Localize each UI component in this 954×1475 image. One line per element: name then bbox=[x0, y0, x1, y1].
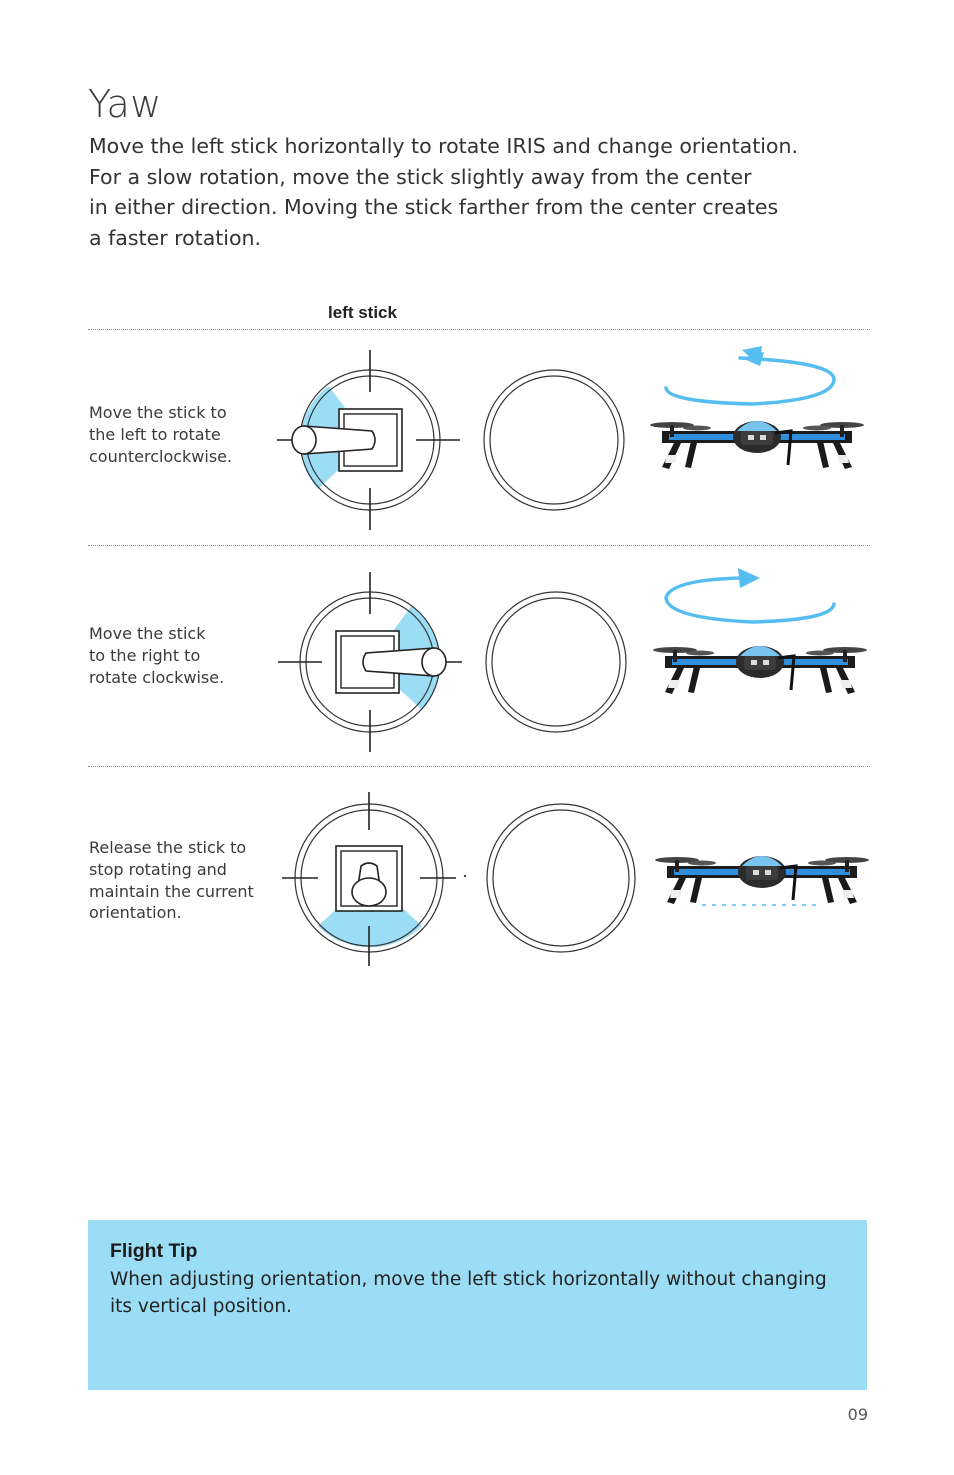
clockwise-arrow-icon bbox=[664, 568, 836, 624]
counterclockwise-arrow-icon bbox=[664, 346, 836, 406]
right-stick-gimbal-row-1 bbox=[483, 369, 625, 511]
row-2-instruction: Move the stick to the right to rotate cl… bbox=[89, 624, 225, 687]
row-divider bbox=[88, 329, 870, 330]
row-divider bbox=[88, 545, 870, 546]
page-number: 09 bbox=[847, 1405, 868, 1424]
left-stick-gimbal-row-2 bbox=[278, 572, 462, 752]
row-3-instruction: Release the stick to stop rotating and m… bbox=[89, 838, 254, 923]
flight-tip-title: Flight Tip bbox=[110, 1240, 198, 1262]
row-divider bbox=[88, 766, 870, 767]
row-1-instruction: Move the stick to the left to rotate cou… bbox=[89, 403, 233, 466]
right-stick-gimbal-row-3 bbox=[486, 803, 636, 953]
intro-line: For a slow rotation, move the stick slig… bbox=[89, 164, 752, 189]
page-title: Yaw bbox=[88, 82, 162, 126]
yaw-diagram bbox=[277, 346, 871, 966]
flight-tip-body: When adjusting orientation, move the lef… bbox=[110, 1269, 827, 1317]
left-stick-gimbal-row-3 bbox=[282, 792, 467, 966]
left-stick-column-label: left stick bbox=[328, 303, 397, 322]
left-stick-gimbal-row-1 bbox=[277, 350, 460, 530]
intro-line: Move the left stick horizontally to rota… bbox=[89, 134, 798, 158]
intro-line: in either direction. Moving the stick fa… bbox=[89, 195, 779, 219]
intro-line: a faster rotation. bbox=[89, 225, 262, 250]
drone-image-row-2 bbox=[651, 644, 869, 696]
intro-paragraph: Move the left stick horizontally to rota… bbox=[89, 131, 849, 253]
flight-tip-box: Flight Tip When adjusting orientation, m… bbox=[88, 1220, 867, 1390]
drone-image-row-3 bbox=[653, 854, 871, 906]
drone-image-row-1 bbox=[648, 419, 866, 471]
right-stick-gimbal-row-2 bbox=[485, 591, 627, 733]
